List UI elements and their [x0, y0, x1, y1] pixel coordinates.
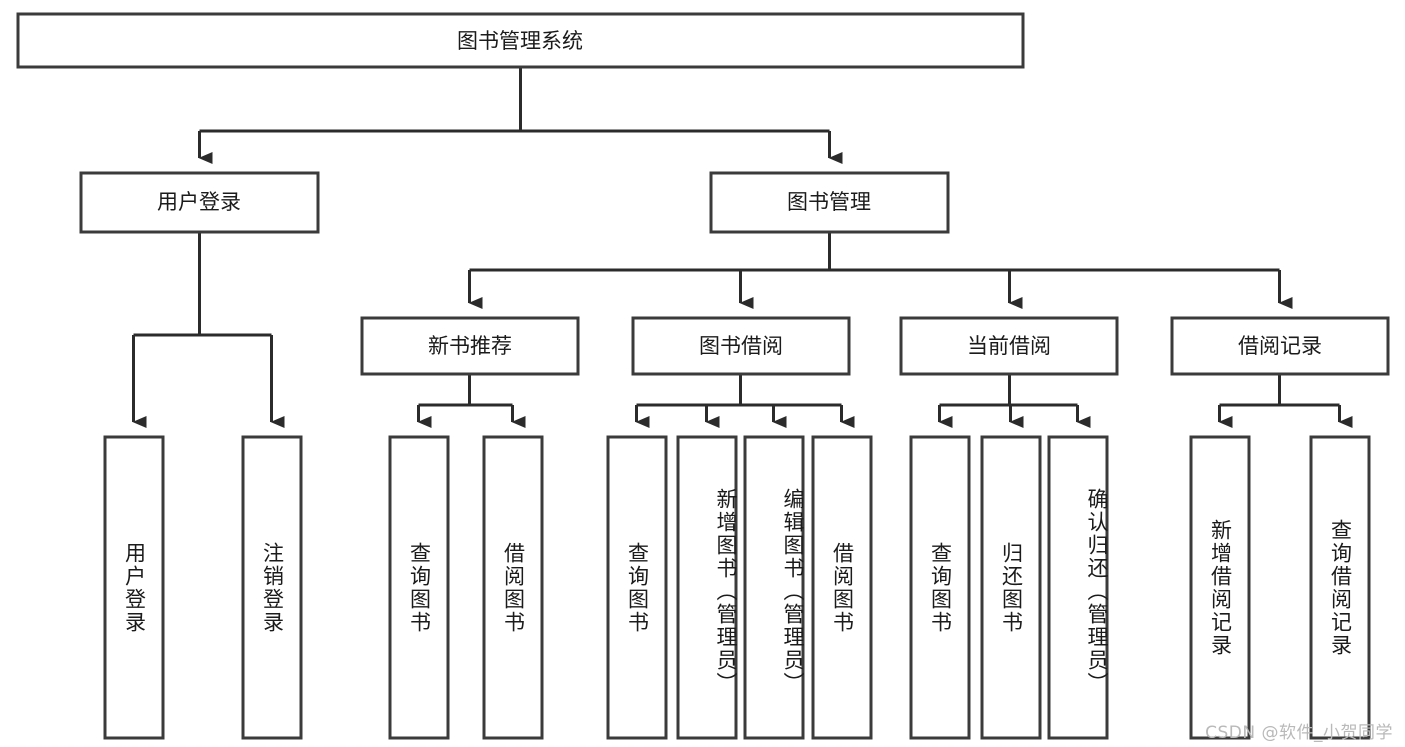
node-leaf-user-login-box[interactable] — [103, 435, 165, 740]
node-book-borrow-box[interactable] — [631, 316, 851, 376]
node-current-borrow-label: 当前借阅 — [967, 334, 1051, 358]
node-leaf-edit-book-box[interactable] — [743, 435, 805, 740]
node-user-login-box[interactable] — [79, 171, 320, 234]
node-leaf-add-record-box[interactable] — [1189, 435, 1251, 740]
node-borrow-record-box[interactable] — [1170, 316, 1390, 376]
node-current-borrow-box[interactable] — [899, 316, 1119, 376]
node-leaf-query-record-box[interactable] — [1309, 435, 1371, 740]
node-leaf-add-book-box[interactable] — [676, 435, 738, 740]
node-leaf-query-book-2-box[interactable] — [606, 435, 668, 740]
connector-layer — [132, 67, 1353, 428]
node-borrow-record-label: 借阅记录 — [1238, 334, 1322, 358]
node-leaf-return-book-box[interactable] — [980, 435, 1042, 740]
node-book-management-box[interactable] — [709, 171, 950, 234]
node-root-box[interactable] — [16, 12, 1025, 69]
node-new-book-recommend-box[interactable] — [360, 316, 580, 376]
node-book-management-label: 图书管理 — [787, 190, 871, 214]
node-book-borrow-label: 图书借阅 — [699, 334, 783, 358]
node-leaf-query-book-3-box[interactable] — [909, 435, 971, 740]
node-leaf-logout-box[interactable] — [241, 435, 303, 740]
csdn-watermark: CSDN @软件_小贺同学 — [1205, 723, 1393, 743]
node-user-login-label: 用户登录 — [157, 190, 241, 214]
node-leaf-borrow-book-1-box[interactable] — [482, 435, 544, 740]
node-leaf-borrow-book-2-box[interactable] — [811, 435, 873, 740]
node-new-book-recommend-label: 新书推荐 — [428, 334, 512, 358]
node-root-label: 图书管理系统 — [457, 29, 583, 53]
node-leaf-confirm-return-box[interactable] — [1047, 435, 1109, 740]
node-leaf-query-book-1-box[interactable] — [388, 435, 450, 740]
node-layer: 图书管理系统 用户登录 图书管理 新书推荐 图书借阅 当前借阅 借阅记录 — [16, 12, 1390, 740]
